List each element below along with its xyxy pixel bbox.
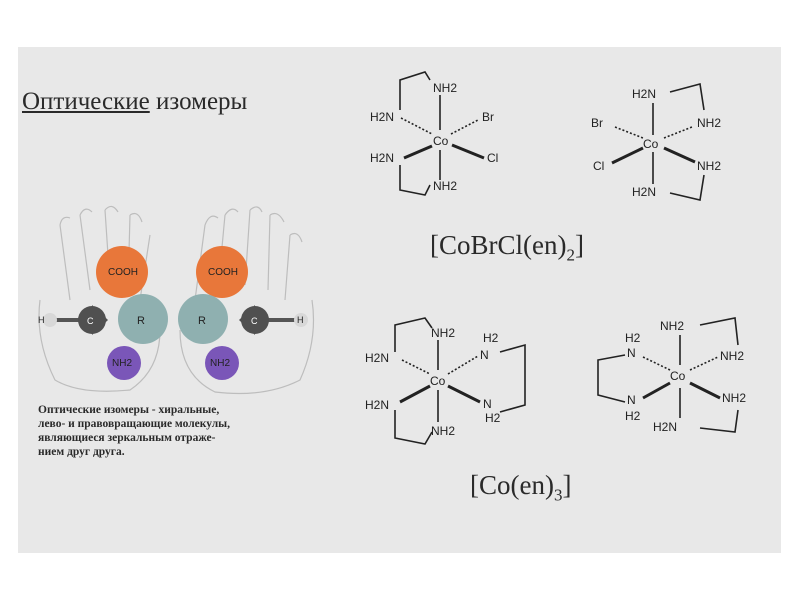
- atom-label-h2: H2: [625, 409, 641, 423]
- atom-label-n: N: [627, 346, 636, 360]
- atom-label-h2n: H2N: [632, 87, 656, 101]
- formula-coen3: [Co(en)3]: [470, 470, 571, 505]
- right-cooh-atom: [196, 246, 248, 298]
- atom-label-h2: H2: [625, 331, 641, 345]
- atom-label-nh2: NH2: [720, 349, 744, 363]
- formula-cobrcl-end: ]: [574, 230, 584, 260]
- title-rest: изомеры: [156, 88, 248, 115]
- formula-coen3-main: [Co(en): [470, 470, 554, 500]
- atom-label-n: N: [480, 348, 489, 362]
- complex-coen3-isomer-2: [597, 317, 739, 433]
- atom-label-br: Br: [482, 110, 494, 124]
- right-c-label: C: [251, 316, 258, 326]
- right-cooh-label: COOH: [208, 267, 238, 278]
- atom-label-h2: H2: [485, 411, 501, 425]
- atom-label-h2n: H2N: [370, 151, 394, 165]
- atom-label-co: Co: [643, 137, 659, 151]
- complex-coen3-isomer-2-labels: H2 NH2 N NH2 Co N NH2 H2 H2N: [625, 319, 746, 434]
- atom-label-nh2: NH2: [431, 326, 455, 340]
- left-r-atom: [118, 294, 168, 344]
- atom-label-h2n: H2N: [653, 420, 677, 434]
- atom-label-cl: Cl: [593, 159, 604, 173]
- atom-label-n: N: [627, 393, 636, 407]
- title-underlined-word: Оптические: [22, 88, 150, 115]
- atom-label-h2n: H2N: [370, 110, 394, 124]
- atom-label-co: Co: [433, 134, 449, 148]
- formula-cobrcl-main: [CoBrCl(en): [430, 230, 567, 260]
- atom-label-h2n: H2N: [365, 398, 389, 412]
- left-hand-drawing: [38, 205, 161, 392]
- atom-label-co: Co: [670, 369, 686, 383]
- atom-label-n: N: [483, 397, 492, 411]
- right-r-label: R: [198, 315, 206, 327]
- left-cooh-label: COOH: [108, 267, 138, 278]
- left-r-label: R: [137, 315, 145, 327]
- atom-label-nh2: NH2: [722, 391, 746, 405]
- atom-label-h2n: H2N: [365, 351, 389, 365]
- right-nh2-label: NH2: [210, 358, 230, 369]
- right-nh2-atom: [205, 346, 239, 380]
- slide-title: Оптические изомеры: [22, 88, 247, 116]
- complex-coen3-isomer-1-labels: NH2 H2 H2N N Co H2N N H2 NH2: [365, 326, 501, 438]
- description-line: нием друг друга.: [38, 446, 125, 458]
- complex-cobrcl-isomer-2: [611, 82, 705, 201]
- right-h-atom: [294, 313, 308, 327]
- atom-label-h2: H2: [483, 331, 499, 345]
- atom-label-nh2: NH2: [660, 319, 684, 333]
- left-nh2-atom: [107, 346, 141, 380]
- atom-label-cl: Cl: [487, 151, 498, 165]
- atom-label-nh2: NH2: [433, 179, 457, 193]
- atom-label-br: Br: [591, 116, 603, 130]
- complex-coen3-isomer-1: [394, 317, 526, 445]
- description-line: лево- и правовращающие молекулы,: [38, 418, 230, 430]
- atom-label-h2n: H2N: [632, 185, 656, 199]
- description-text: Оптические изомеры - хиральные, лево- и …: [38, 403, 320, 459]
- complex-cobrcl-isomer-1: [399, 71, 485, 196]
- complex-cobrcl-isomer-2-labels: H2N Br NH2 Co Cl NH2 H2N: [591, 87, 721, 199]
- atom-label-nh2: NH2: [431, 424, 455, 438]
- right-molecule: COOH R C H NH2: [178, 246, 308, 380]
- left-c-label: C: [87, 316, 94, 326]
- left-molecule: COOH R C H NH2: [38, 246, 168, 380]
- left-c-atom: [78, 306, 106, 334]
- atom-label-nh2: NH2: [697, 116, 721, 130]
- atom-label-co: Co: [430, 374, 446, 388]
- formula-cobrcl: [CoBrCl(en)2]: [430, 230, 584, 265]
- atom-label-nh2: NH2: [433, 81, 457, 95]
- left-nh2-label: NH2: [112, 358, 132, 369]
- formula-coen3-end: ]: [562, 470, 572, 500]
- right-c-atom: [241, 306, 269, 334]
- formula-cobrcl-sub: 2: [566, 245, 575, 265]
- left-cooh-atom: [96, 246, 148, 298]
- atom-label-nh2: NH2: [697, 159, 721, 173]
- left-h-label: H: [38, 315, 45, 325]
- right-h-label: H: [297, 315, 304, 325]
- description-line: являющиеся зеркальным отраже-: [38, 432, 216, 444]
- description-line: Оптические изомеры - хиральные,: [38, 404, 220, 416]
- left-h-atom: [43, 313, 57, 327]
- complex-cobrcl-isomer-1-labels: NH2 H2N Co Br H2N Cl NH2: [370, 81, 498, 193]
- right-r-atom: [178, 294, 228, 344]
- formula-coen3-sub: 3: [553, 485, 563, 505]
